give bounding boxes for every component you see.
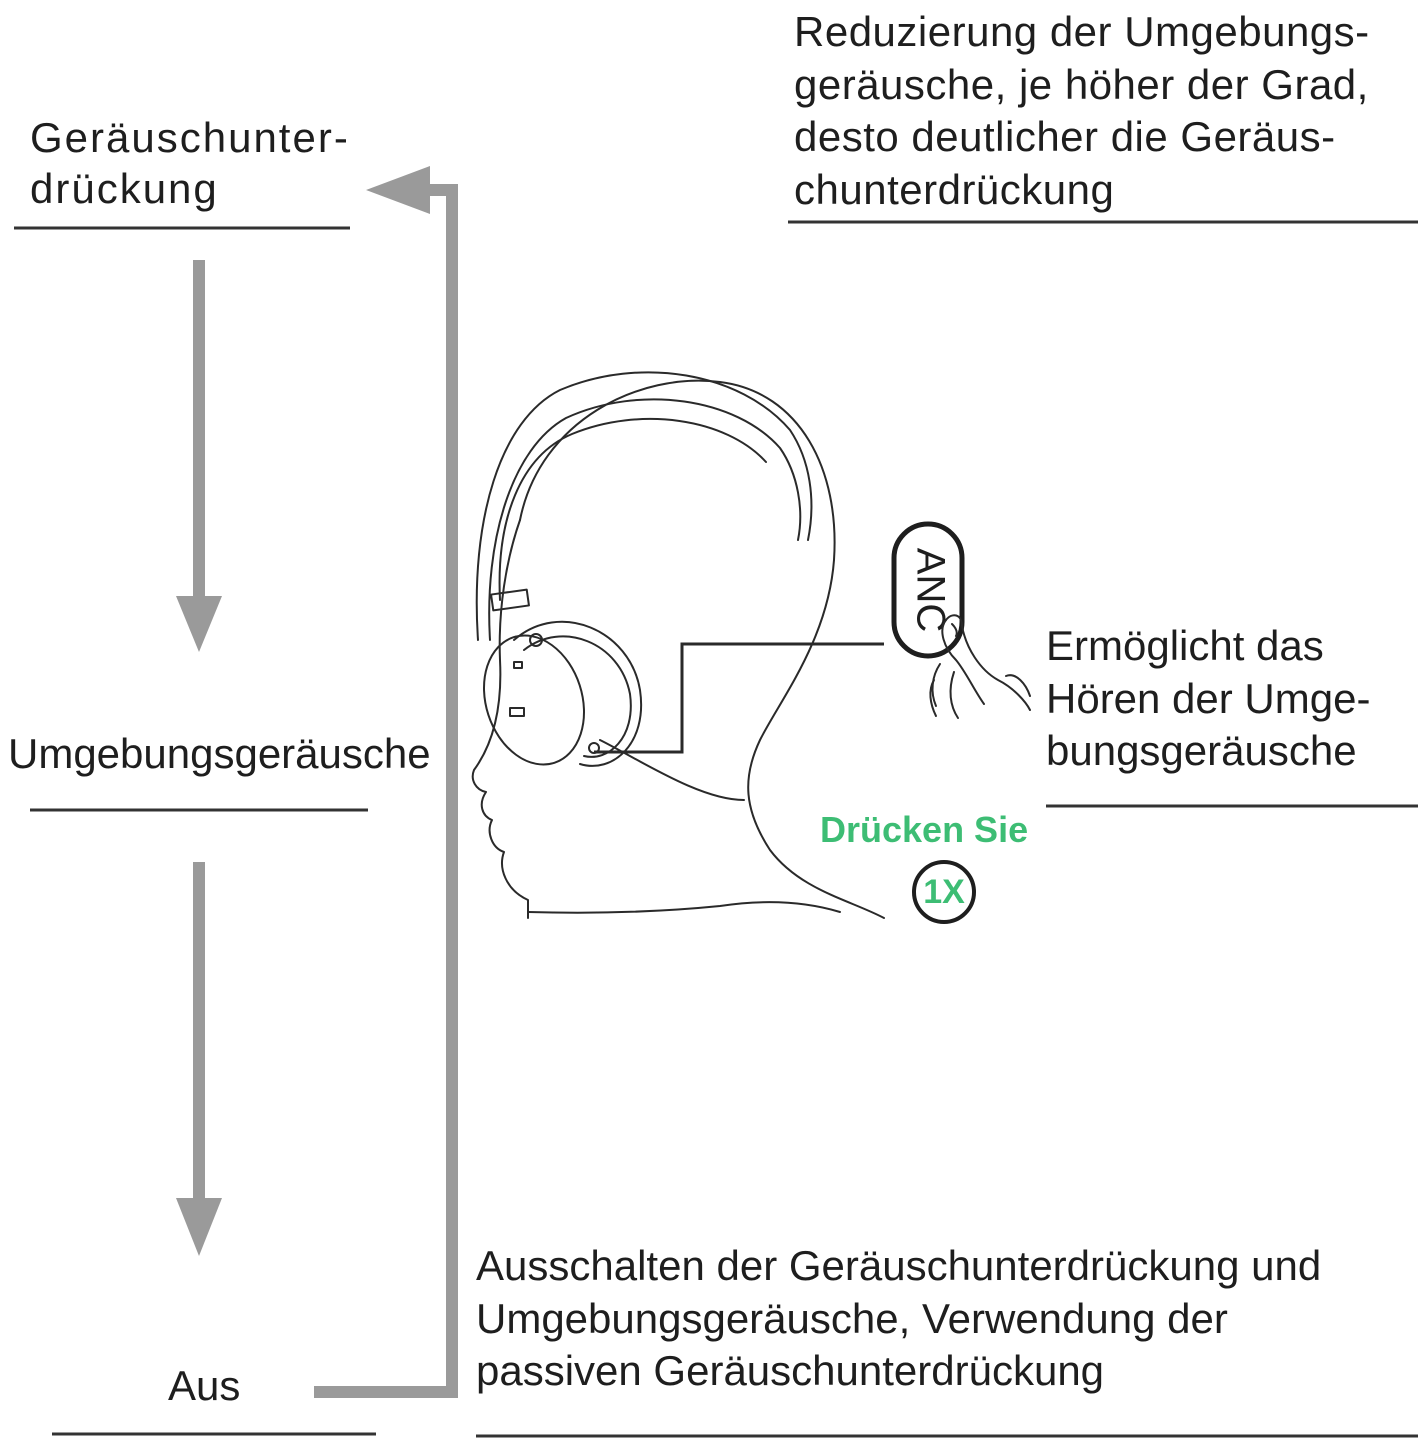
mode-label-noise-cancelling: Geräuschunter- drückung: [30, 114, 350, 213]
press-count-label: 1X: [923, 873, 965, 911]
anc-button-label: ANC: [908, 548, 952, 632]
press-count-badge: 1X: [912, 860, 976, 924]
anc-button: ANC: [891, 521, 965, 659]
pressing-finger-icon: [929, 614, 1031, 719]
arrow-down-icon: [176, 260, 222, 652]
underlines: [14, 220, 1418, 1438]
description-ambient: Ermöglicht das Hören der Umge- bungsgerä…: [1046, 622, 1371, 774]
leader-line: [594, 642, 884, 754]
press-instruction: Drücken Sie: [820, 809, 1029, 850]
return-arrow-icon: [314, 166, 458, 1398]
mode-label-off: Aus: [168, 1362, 241, 1409]
mode-label-ambient: Umgebungsgeräusche: [8, 730, 431, 777]
arrow-down-icon: [176, 862, 222, 1256]
description-noise-cancelling: Reduzierung der Umgebungs- geräusche, je…: [794, 8, 1370, 213]
down-arrows: [176, 260, 222, 1256]
description-off: Ausschalten der Geräuschunterdrückung un…: [476, 1242, 1322, 1394]
